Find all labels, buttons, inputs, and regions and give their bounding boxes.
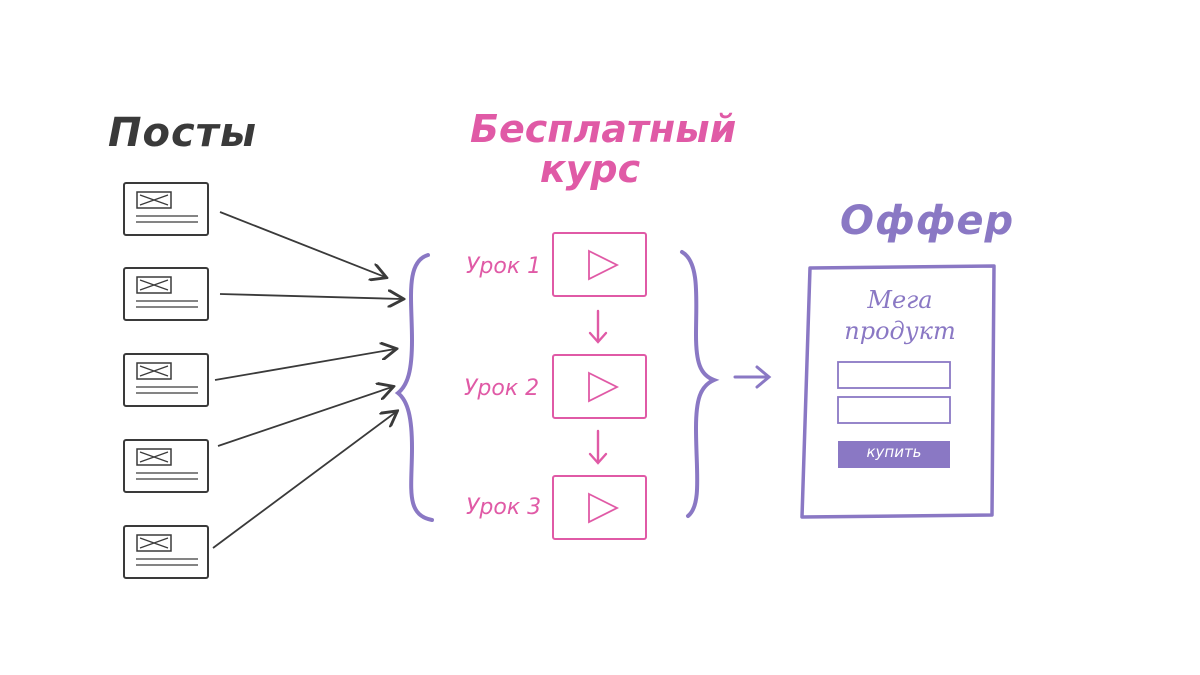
- product-name: Мега продукт: [815, 285, 985, 347]
- lesson-arrow-1-2: [588, 309, 608, 344]
- offer-arrow: [733, 365, 772, 389]
- left-curly-bracket: [394, 253, 434, 522]
- lesson-label-3: Урок 3: [466, 495, 542, 520]
- post-arrow-5: [212, 412, 396, 549]
- offer-title: Оффер: [840, 198, 1015, 244]
- post-arrow-4: [217, 387, 392, 447]
- post-arrow-3: [214, 349, 395, 381]
- post-card-5: [123, 525, 209, 579]
- post-card-4: [123, 439, 209, 493]
- lesson-video-2: [552, 354, 647, 419]
- lesson-video-3: [552, 475, 647, 540]
- offer-input-1: [837, 361, 951, 389]
- lesson-label-1: Урок 1: [466, 254, 542, 279]
- course-title-line1: Бесплатный: [470, 107, 737, 151]
- lesson-video-1: [552, 232, 647, 297]
- post-card-1: [123, 182, 209, 236]
- lesson-label-2: Урок 2: [464, 376, 540, 401]
- post-arrow-2: [219, 294, 402, 299]
- buy-button-shape: [838, 441, 950, 468]
- right-curly-bracket: [680, 250, 720, 518]
- post-arrow-1: [219, 211, 385, 277]
- posts-title: Посты: [108, 110, 258, 156]
- offer-input-2: [837, 396, 951, 424]
- lesson-arrow-2-3: [588, 429, 608, 465]
- course-title: Бесплатный курс: [470, 107, 737, 191]
- product-name-line2: продукт: [844, 317, 956, 346]
- post-card-3: [123, 353, 209, 407]
- course-title-line2: курс: [539, 146, 641, 191]
- offer-card: [800, 264, 996, 519]
- post-card-2: [123, 267, 209, 321]
- product-name-line1: Мега: [867, 286, 933, 314]
- buy-button[interactable]: купить: [866, 443, 922, 461]
